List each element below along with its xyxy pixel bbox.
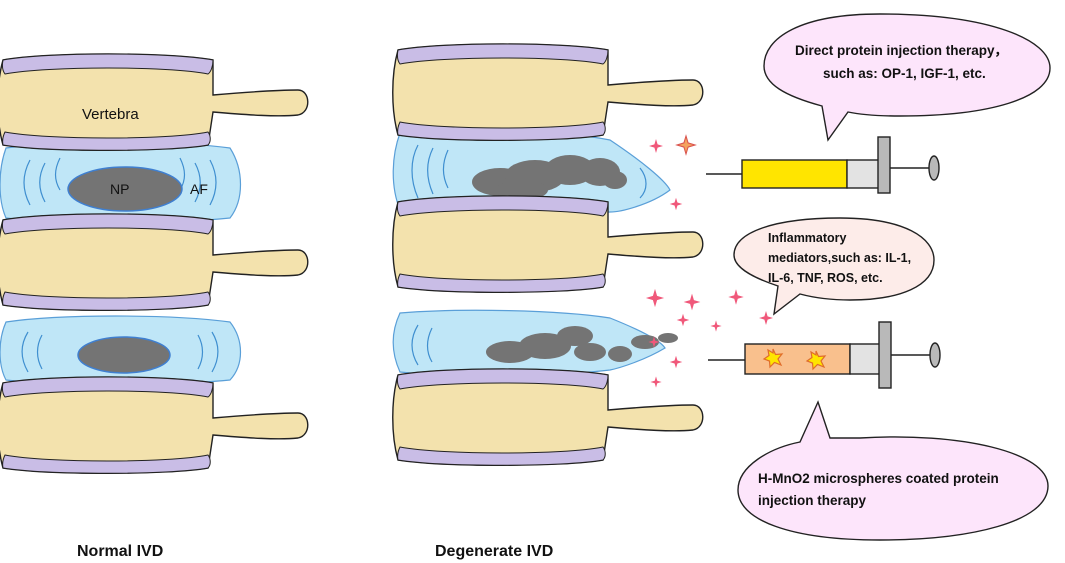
- callout-inflammatory-line3: IL-6, TNF, ROS, etc.: [768, 271, 883, 285]
- callout-microspheres-line2: injection therapy: [758, 493, 867, 508]
- vertebra: [392, 43, 704, 141]
- np-label: NP: [110, 181, 129, 197]
- callout-direct-line1: Direct protein injection therapy，: [795, 43, 1008, 58]
- sparkle-orange-icon: [676, 135, 696, 155]
- callout-direct-line2: such as: OP-1, IGF-1, etc.: [823, 66, 986, 81]
- degenerate-disc-lower: [392, 309, 678, 377]
- vertebra: [0, 213, 309, 311]
- vertebra-label: Vertebra: [82, 106, 139, 123]
- vertebra: [392, 195, 704, 293]
- callout-microspheres: H-MnO2 microspheres coated protein injec…: [737, 400, 1049, 541]
- degenerated-nucleus: [472, 155, 627, 200]
- callout-inflammatory-line1: Inflammatory: [768, 231, 847, 245]
- nucleus-pulposus: [77, 336, 171, 374]
- nucleus-pulposus: [67, 166, 183, 212]
- callout-inflammatory: Inflammatory mediators,such as: IL-1, IL…: [733, 217, 935, 316]
- degenerated-nucleus: [486, 326, 678, 363]
- vertebra: [0, 53, 309, 151]
- syringe-yellow: [706, 136, 940, 194]
- af-label: AF: [190, 181, 208, 197]
- callout-microspheres-line1: H-MnO2 microspheres coated protein: [758, 471, 999, 486]
- callout-direct-injection: Direct protein injection therapy， such a…: [763, 13, 1051, 142]
- normal-spine: [0, 53, 309, 474]
- degenerate-ivd-title: Degenerate IVD: [435, 543, 553, 560]
- vertebra: [0, 376, 309, 474]
- normal-disc-upper: [0, 141, 241, 224]
- callout-inflammatory-line2: mediators,such as: IL-1,: [768, 251, 911, 265]
- degenerate-disc-upper: [392, 129, 671, 216]
- degenerate-spine: [392, 43, 704, 466]
- normal-ivd-title: Normal IVD: [77, 543, 163, 560]
- syringe-orange: [708, 321, 941, 389]
- normal-disc-lower: [0, 315, 241, 386]
